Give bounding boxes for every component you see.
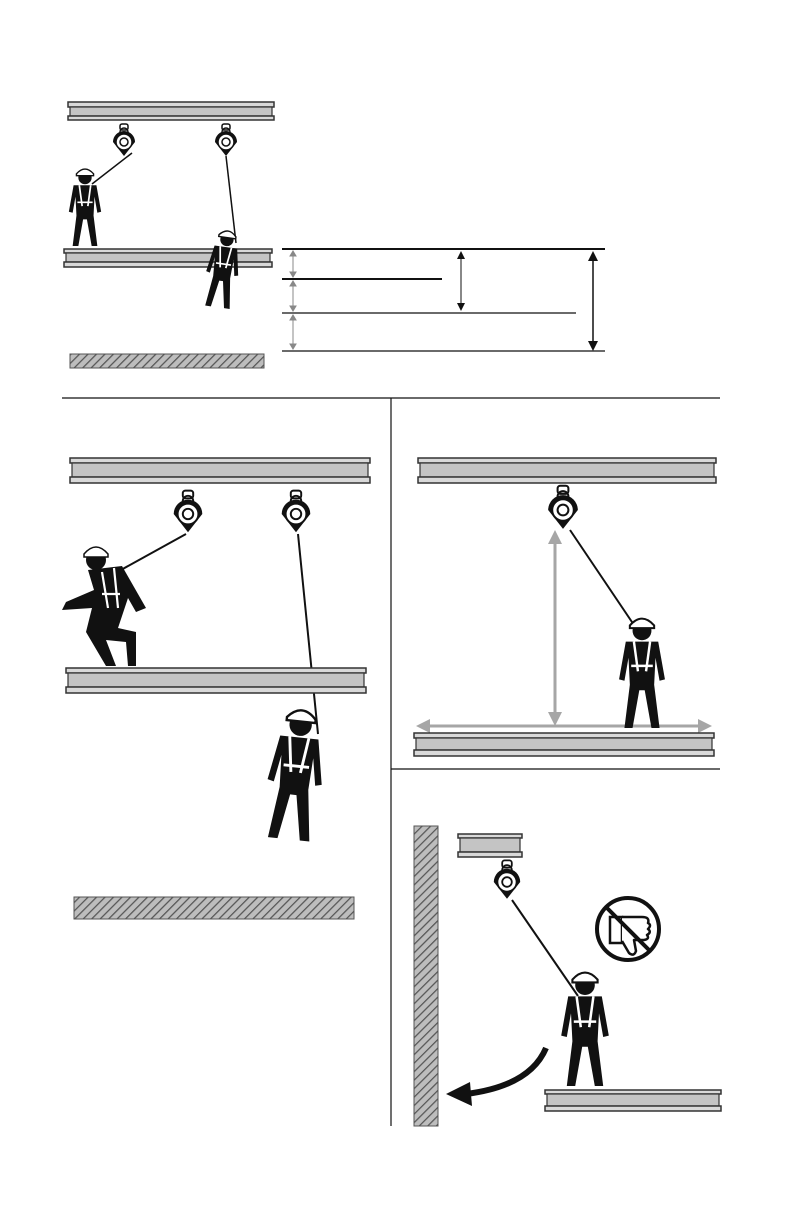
srl-device-right bbox=[215, 124, 237, 156]
srl-device bbox=[548, 486, 578, 529]
panel-swing-fall bbox=[62, 458, 370, 919]
horizontal-radius-arrow bbox=[416, 719, 712, 733]
panel-clearance bbox=[64, 102, 605, 368]
crouching-worker-icon bbox=[62, 547, 146, 666]
falling-worker-icon bbox=[201, 229, 244, 310]
wall-hatch bbox=[414, 826, 438, 1126]
i-beam-platform bbox=[64, 249, 272, 267]
curved-swing-arrow bbox=[446, 1048, 546, 1106]
clearance-dimensions bbox=[282, 249, 605, 351]
lifeline bbox=[298, 534, 318, 734]
lifeline bbox=[512, 900, 578, 996]
worker-icon bbox=[561, 973, 609, 1086]
lifeline bbox=[226, 156, 236, 243]
thumbs-down-prohibited-icon bbox=[597, 898, 659, 960]
lifeline bbox=[92, 153, 132, 184]
i-beam-top bbox=[70, 458, 370, 483]
i-beam-top bbox=[68, 102, 274, 120]
ground-hatch bbox=[70, 354, 264, 368]
ground-hatch bbox=[74, 897, 354, 919]
i-beam-platform bbox=[545, 1090, 721, 1111]
i-beam-platform bbox=[66, 668, 366, 693]
worker-icon bbox=[619, 619, 665, 728]
i-beam-top bbox=[418, 458, 716, 483]
vertical-distance-arrow bbox=[548, 530, 562, 726]
i-beam-platform bbox=[414, 733, 714, 756]
srl-device-right bbox=[282, 491, 311, 533]
i-beam-top bbox=[458, 834, 522, 857]
srl-device-left bbox=[113, 124, 135, 156]
falling-worker-icon bbox=[262, 708, 330, 843]
srl-device-left bbox=[174, 491, 203, 533]
lifeline bbox=[570, 530, 636, 628]
panel-working-radius bbox=[414, 458, 716, 756]
srl-device bbox=[494, 860, 520, 898]
panel-wall-swing bbox=[414, 826, 721, 1126]
